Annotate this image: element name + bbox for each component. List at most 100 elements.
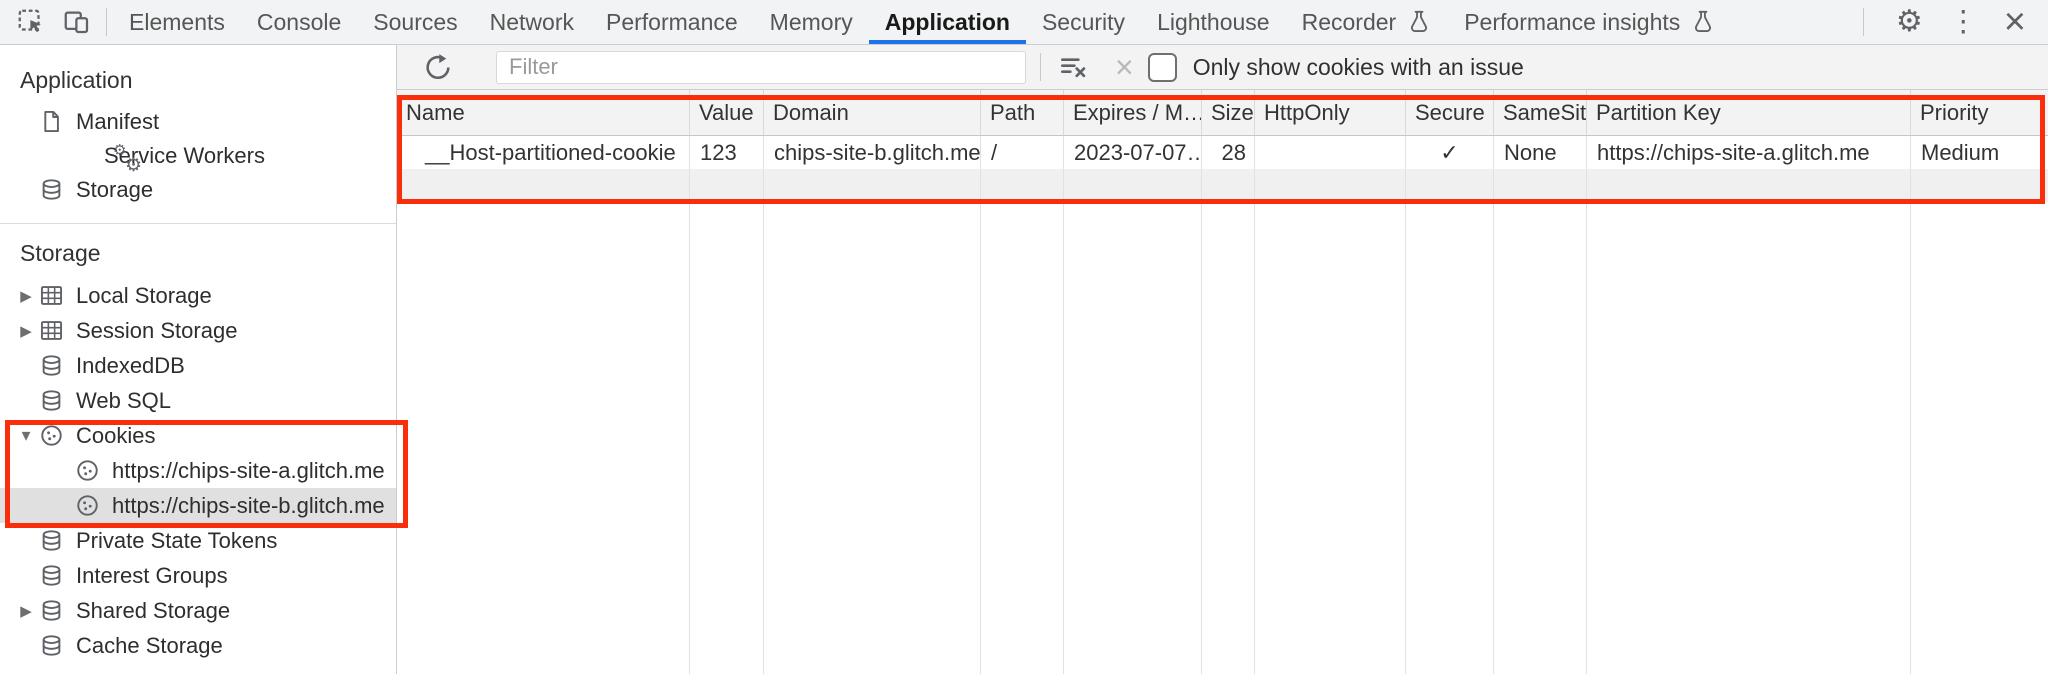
cookies-panel: × Only show cookies with an issue Name V… bbox=[397, 45, 2048, 674]
tab-security[interactable]: Security bbox=[1041, 8, 1126, 35]
sidebar-item-service-workers[interactable]: ⚙⚙ Service Workers bbox=[104, 142, 265, 176]
tab-sources[interactable]: Sources bbox=[373, 8, 458, 35]
empty-row-cell bbox=[1406, 169, 1494, 202]
column-header-domain[interactable]: Domain bbox=[764, 90, 981, 136]
tab-performance-insights[interactable]: Performance insights bbox=[1448, 0, 1732, 44]
database-icon bbox=[38, 527, 66, 555]
sidebar-item-web-sql[interactable]: Web SQL bbox=[0, 383, 396, 418]
column-header-secure[interactable]: Secure bbox=[1406, 90, 1494, 136]
empty-row-cell bbox=[397, 169, 690, 202]
inspect-element-icon[interactable] bbox=[16, 7, 46, 37]
column-header-value[interactable]: Value bbox=[690, 90, 764, 136]
tabbar-separator bbox=[1862, 8, 1864, 36]
cookie-table: Name Value Domain Path Expires / M… Size… bbox=[397, 90, 2048, 674]
cookie-cell-size[interactable]: 28 bbox=[1202, 136, 1255, 169]
delete-selected-icon[interactable]: × bbox=[1115, 49, 1134, 85]
application-sidebar: Application Manifest ⚙⚙ Service Workers … bbox=[0, 45, 397, 674]
sidebar-item-interest-groups[interactable]: Interest Groups bbox=[0, 558, 396, 593]
tabbar-left-icons bbox=[0, 0, 100, 44]
tab-lighthouse[interactable]: Lighthouse bbox=[1157, 8, 1270, 35]
column-header-priority[interactable]: Priority bbox=[1911, 90, 2048, 136]
cookie-icon bbox=[38, 422, 66, 450]
column-header-name[interactable]: Name bbox=[397, 90, 690, 136]
sidebar-section-storage: Storage bbox=[20, 239, 101, 266]
empty-row-cell bbox=[1587, 169, 1911, 202]
experiment-flask-icon bbox=[1690, 9, 1716, 35]
close-devtools-icon[interactable]: × bbox=[2003, 1, 2026, 43]
sidebar-item-local-storage[interactable]: ▶ Local Storage bbox=[0, 278, 396, 313]
tab-application[interactable]: Application bbox=[868, 0, 1027, 44]
column-header-path[interactable]: Path bbox=[981, 90, 1064, 136]
cookie-filter-input[interactable] bbox=[496, 50, 1026, 84]
tab-elements[interactable]: Elements bbox=[129, 8, 225, 35]
cookie-cell-domain[interactable]: chips-site-b.glitch.me bbox=[764, 136, 981, 169]
sidebar-item-session-storage[interactable]: ▶ Session Storage bbox=[0, 313, 396, 348]
cookie-cell-secure-checkmark[interactable]: ✓ bbox=[1406, 136, 1494, 169]
sidebar-item-cookies-chips-site-b[interactable]: https://chips-site-b.glitch.me bbox=[0, 488, 396, 523]
tab-recorder[interactable]: Recorder bbox=[1286, 0, 1449, 44]
table-filler-cell bbox=[1494, 202, 1587, 674]
table-icon bbox=[38, 317, 66, 345]
chevron-collapsed-icon[interactable]: ▶ bbox=[20, 287, 32, 305]
cookie-cell-samesite[interactable]: None bbox=[1494, 136, 1587, 169]
cookie-cell-expires[interactable]: 2023-07-07… bbox=[1064, 136, 1202, 169]
settings-gear-icon[interactable]: ⚙ bbox=[1895, 5, 1923, 38]
cookie-cell-partition-key[interactable]: https://chips-site-a.glitch.me bbox=[1587, 136, 1911, 169]
column-header-expires[interactable]: Expires / M… bbox=[1064, 90, 1202, 136]
cookie-cell-path[interactable]: / bbox=[981, 136, 1064, 169]
sidebar-item-shared-storage[interactable]: ▶ Shared Storage bbox=[0, 593, 396, 628]
clear-filter-icon[interactable] bbox=[1057, 51, 1089, 83]
tab-performance[interactable]: Performance bbox=[606, 8, 738, 35]
table-filler-cell bbox=[397, 202, 690, 674]
table-filler-cell bbox=[1406, 202, 1494, 674]
sidebar-item-cache-storage[interactable]: Cache Storage bbox=[0, 628, 396, 663]
sidebar-item-indexeddb[interactable]: IndexedDB bbox=[0, 348, 396, 383]
empty-row-cell bbox=[1064, 169, 1202, 202]
sidebar-divider bbox=[0, 223, 396, 224]
refresh-icon[interactable] bbox=[423, 52, 454, 83]
sidebar-section-application: Application bbox=[20, 66, 133, 93]
chevron-collapsed-icon[interactable]: ▶ bbox=[20, 322, 32, 340]
table-filler-cell bbox=[1587, 202, 1911, 674]
column-header-size[interactable]: Size bbox=[1202, 90, 1255, 136]
table-icon bbox=[38, 282, 66, 310]
table-filler-cell bbox=[1255, 202, 1406, 674]
cookie-icon bbox=[74, 492, 102, 520]
tab-console[interactable]: Console bbox=[256, 8, 342, 35]
column-header-partition-key[interactable]: Partition Key bbox=[1587, 90, 1911, 136]
devtools-tabbar: Elements Console Sources Network Perform… bbox=[0, 0, 2048, 45]
sidebar-item-storage[interactable]: Storage bbox=[0, 173, 396, 207]
sidebar-item-cookies-chips-site-a[interactable]: https://chips-site-a.glitch.me bbox=[0, 453, 396, 488]
sidebar-item-private-state-tokens[interactable]: Private State Tokens bbox=[0, 523, 396, 558]
tab-memory[interactable]: Memory bbox=[769, 8, 853, 35]
database-icon bbox=[38, 632, 66, 660]
gears-icon: ⚙⚙ bbox=[113, 142, 142, 176]
cookie-cell-httponly[interactable] bbox=[1255, 136, 1406, 169]
cookie-cell-name[interactable]: __Host-partitioned-cookie bbox=[397, 136, 690, 169]
more-options-kebab-icon[interactable]: ⋮ bbox=[1948, 5, 1978, 38]
cookie-cell-priority[interactable]: Medium bbox=[1911, 136, 2048, 169]
tabbar-separator bbox=[106, 8, 107, 36]
empty-row-cell bbox=[690, 169, 764, 202]
device-toolbar-icon[interactable] bbox=[62, 7, 92, 37]
database-icon bbox=[38, 387, 66, 415]
table-filler-cell bbox=[1911, 202, 2048, 674]
cookie-icon bbox=[74, 457, 102, 485]
only-show-issue-label[interactable]: Only show cookies with an issue bbox=[1192, 53, 1524, 80]
column-header-samesite[interactable]: SameSite bbox=[1494, 90, 1587, 136]
only-show-issue-checkbox[interactable] bbox=[1147, 52, 1177, 82]
cookies-toolbar: × Only show cookies with an issue bbox=[397, 45, 2048, 90]
devtools-body: Application Manifest ⚙⚙ Service Workers … bbox=[0, 45, 2048, 674]
database-icon bbox=[38, 597, 66, 625]
table-filler-cell bbox=[1202, 202, 1255, 674]
chevron-collapsed-icon[interactable]: ▶ bbox=[20, 602, 32, 620]
sidebar-item-manifest[interactable]: Manifest bbox=[0, 105, 396, 139]
database-icon bbox=[38, 352, 66, 380]
cookie-cell-value[interactable]: 123 bbox=[690, 136, 764, 169]
chevron-expanded-icon[interactable]: ▼ bbox=[18, 427, 34, 444]
tab-network[interactable]: Network bbox=[489, 8, 574, 35]
table-filler-cell bbox=[690, 202, 764, 674]
column-header-httponly[interactable]: HttpOnly bbox=[1255, 90, 1406, 136]
sidebar-item-cookies[interactable]: ▼ Cookies bbox=[0, 418, 396, 453]
